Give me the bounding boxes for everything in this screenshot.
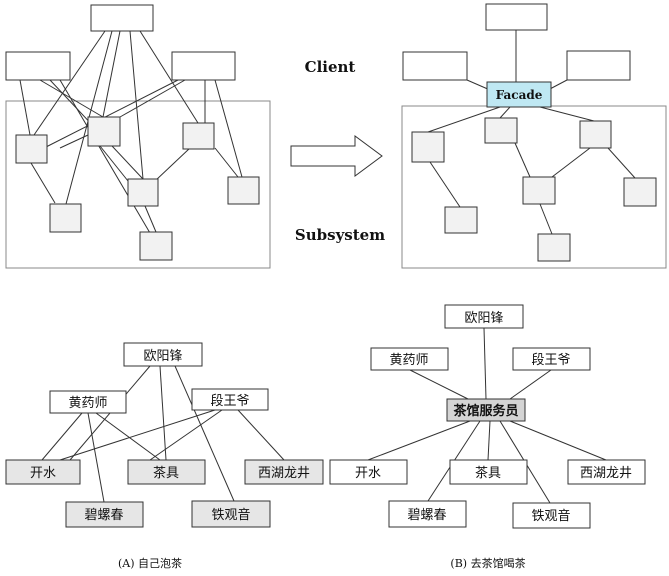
person-label: 黄药师 [68, 396, 107, 411]
item-label: 西湖龙井 [580, 466, 632, 481]
person-box [370, 347, 449, 371]
right-sub-box [444, 206, 478, 234]
left-sub-box [139, 231, 173, 261]
person-label: 段王爷 [210, 394, 249, 409]
left-sub-box [227, 176, 260, 205]
person-box [512, 347, 591, 371]
facade-label: Facade [496, 88, 543, 102]
item-box [329, 459, 408, 485]
person-box [191, 388, 269, 411]
left-sub-box [87, 116, 121, 147]
person-box [444, 304, 524, 329]
caption-b: (B) 去茶馆喝茶 [450, 556, 525, 570]
person-label: 段王爷 [531, 353, 570, 368]
client-label: Client [305, 58, 356, 76]
left-sub-box [49, 203, 82, 233]
tea-house-service-label: 茶馆服务员 [453, 403, 518, 419]
item-box [191, 500, 271, 528]
item-box [567, 459, 646, 485]
person-box [123, 342, 203, 367]
item-label: 铁观音 [531, 508, 570, 524]
left-client-box-top [90, 4, 154, 32]
item-label: 西湖龙井 [258, 466, 310, 481]
item-label: 开水 [30, 466, 56, 481]
diagram-b: 欧阳锋 黄药师 段王爷 茶馆服务员 开水 茶具 西湖龙井 碧螺春 铁观音 (B)… [329, 304, 646, 570]
left-client-box-right [171, 51, 236, 81]
item-label: 茶具 [475, 465, 501, 481]
right-sub-box [411, 131, 445, 163]
left-connections [19, 30, 243, 234]
right-network: Facade [401, 3, 667, 269]
transform-arrow-icon [290, 135, 383, 177]
item-label: 开水 [355, 466, 381, 481]
left-network [5, 4, 271, 269]
left-sub-box [182, 122, 215, 150]
left-client-box-left [5, 51, 71, 81]
item-label: 碧螺春 [84, 508, 123, 523]
item-label: 铁观音 [211, 507, 250, 523]
subsystem-label: Subsystem [295, 226, 385, 244]
left-sub-box [15, 134, 48, 164]
person-label: 欧阳锋 [464, 311, 503, 326]
item-box [244, 459, 324, 485]
item-box [127, 459, 206, 485]
caption-a: (A) 自己泡茶 [118, 556, 182, 570]
right-client-box-top [485, 3, 548, 31]
right-sub-box [623, 177, 657, 207]
left-sub-box [127, 178, 159, 207]
item-label: 茶具 [153, 465, 179, 481]
person-box [49, 390, 127, 414]
item-box [5, 459, 81, 485]
item-box [388, 500, 467, 528]
person-label: 黄药师 [389, 353, 428, 368]
facade-box [486, 81, 552, 108]
diagram-b-connections [367, 327, 607, 504]
diagram-a: 欧阳锋 黄药师 段王爷 开水 茶具 西湖龙井 碧螺春 铁观音 (A) 自己泡茶 [5, 342, 324, 570]
item-box [449, 459, 528, 485]
item-box [65, 501, 144, 528]
right-sub-box [484, 117, 518, 144]
right-sub-box [579, 120, 612, 149]
person-label: 欧阳锋 [143, 349, 182, 364]
right-client-box-right [566, 50, 631, 81]
right-sub-box [522, 176, 556, 205]
tea-house-service-box [446, 398, 526, 422]
item-box [512, 502, 591, 529]
diagram-a-connections [41, 365, 285, 503]
right-client-box-left [402, 51, 468, 81]
right-sub-box [537, 233, 571, 262]
item-label: 碧螺春 [407, 508, 446, 523]
